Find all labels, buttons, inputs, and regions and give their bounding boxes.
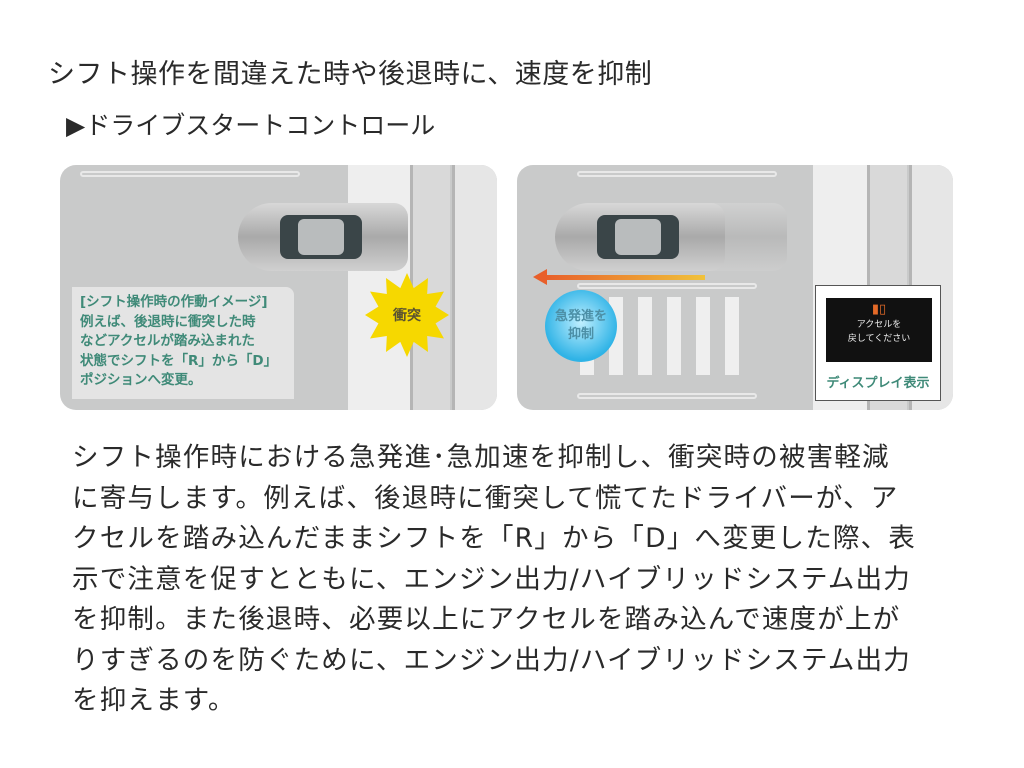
text-line: クセルを踏み込んだままシフトを「R」から「D」へ変更した際、表 <box>72 523 916 554</box>
display-callout: ▮▯ アクセルを 戻してください ディスプレイ表示 <box>815 285 941 401</box>
illustration-start-suppression: 急発進を抑制 ▮▯ アクセルを 戻してください ディスプレイ表示 <box>517 165 953 410</box>
curb <box>577 393 757 399</box>
car-illustration <box>238 203 408 271</box>
building-wall <box>452 165 497 410</box>
motion-arrow <box>545 275 705 280</box>
text-line: を抑制。また後退時、必要以上にアクセルを踏み込んで速度が上が <box>72 604 901 635</box>
text-line: りすぎるのを防ぐために、エンジン出力/ハイブリッドシステム出力 <box>72 644 912 676</box>
page-title: シフト操作を間違えた時や後退時に、速度を抑制 <box>48 59 653 90</box>
crosswalk-stripe <box>725 297 739 375</box>
note-line: などアクセルが踏み込まれた <box>80 333 255 349</box>
curb <box>577 283 757 289</box>
crosswalk-stripe <box>638 297 652 375</box>
crosswalk-stripe <box>696 297 710 375</box>
car-illustration <box>555 203 725 271</box>
note-line: 例えば、後退時に衝突した時 <box>80 313 256 330</box>
accelerator-pedal-icon: ▮▯ <box>871 302 887 317</box>
note-line: ポジションへ変更。 <box>80 372 202 388</box>
display-screen: ▮▯ アクセルを 戻してください <box>826 298 932 362</box>
screen-line: アクセルを <box>856 320 902 330</box>
description-text: シフト操作時における急発進･急加速を抑制し、衝突時の被害軽減 に寄与します。例え… <box>72 438 972 722</box>
suppression-bubble: 急発進を抑制 <box>545 290 617 362</box>
text-line: を抑えます。 <box>72 685 236 716</box>
bubble-label: 急発進を抑制 <box>554 309 607 342</box>
text-line: に寄与します。例えば、後退時に衝突して慌てたドライバーが、ア <box>72 482 899 514</box>
screen-line: 戻してください <box>847 334 911 344</box>
display-caption: ディスプレイ表示 <box>826 376 930 391</box>
arrow-head-icon <box>533 269 547 285</box>
collision-label: 衝突 <box>393 308 421 324</box>
curb <box>577 171 777 177</box>
crosswalk-stripe <box>667 297 681 375</box>
text-line: シフト操作時における急発進･急加速を抑制し、衝突時の被害軽減 <box>72 442 890 473</box>
operation-note: [シフト操作時の作動イメージ] 例えば、後退時に衝突した時 などアクセルが踏み込… <box>72 287 294 399</box>
illustration-shift-collision: [シフト操作時の作動イメージ] 例えば、後退時に衝突した時 などアクセルが踏み込… <box>60 165 497 410</box>
note-line: [シフト操作時の作動イメージ] <box>80 294 268 310</box>
note-line: 状態でシフトを「R」から「D」 <box>80 352 278 369</box>
section-subtitle: ▶ドライブスタートコントロール <box>66 111 436 140</box>
curb <box>80 171 300 177</box>
text-line: 示で注意を促すとともに、エンジン出力/ハイブリッドシステム出力 <box>72 563 912 595</box>
